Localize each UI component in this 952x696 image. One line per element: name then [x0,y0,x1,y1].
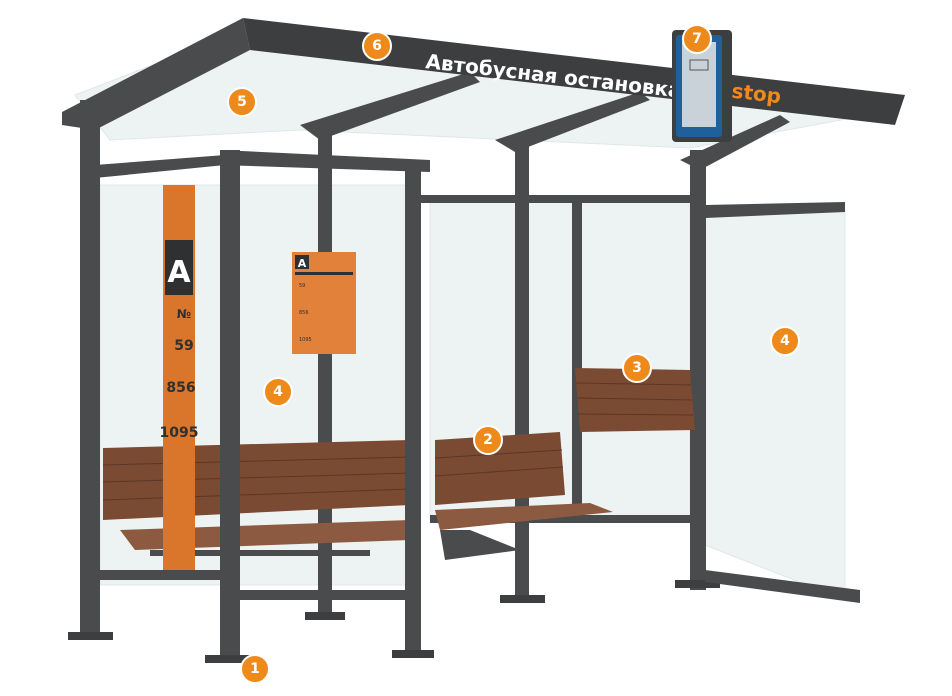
svg-text:3: 3 [632,360,642,376]
schedule-letter: A [298,257,307,270]
marker-4: 4 [263,377,293,407]
marker-3: 3 [622,353,652,383]
svg-text:4: 4 [273,384,283,400]
marker-2: 2 [473,425,503,455]
post [318,130,332,620]
post [572,200,582,520]
svg-text:5: 5 [237,94,247,110]
post-front [220,150,240,660]
marker-4: 4 [770,326,800,356]
bench-left [102,440,411,556]
route-number: 856 [166,380,195,396]
route-letter: A [167,255,191,290]
schedule-board: A 59 856 1095 [292,252,356,354]
marker-6: 6 [362,31,392,61]
marker-5: 5 [227,87,257,117]
bench-middle [434,432,613,560]
marker-7: 7 [682,24,712,54]
post [515,140,529,600]
route-number: 1095 [160,425,199,441]
schedule-route: 59 [299,283,305,289]
route-number-label: № [177,307,191,321]
schedule-route: 1095 [299,337,312,343]
svg-text:4: 4 [780,333,790,349]
bus-stop-sign [672,30,732,142]
post [690,150,706,590]
bench-backrest-right [575,368,695,432]
marker-1: 1 [240,654,270,684]
post-front [405,160,421,658]
bus-icon [689,59,709,71]
svg-text:2: 2 [483,432,493,448]
schedule-route: 856 [299,310,309,316]
route-panel: A № 59 856 1095 [160,185,199,577]
route-number: 59 [174,338,193,354]
svg-text:7: 7 [692,31,702,47]
svg-text:1: 1 [250,661,260,677]
roof-header [243,18,905,125]
glass-wall-left [99,184,421,586]
glass-wall-right [704,209,846,601]
svg-text:6: 6 [372,38,382,54]
post-front-left [80,100,100,640]
